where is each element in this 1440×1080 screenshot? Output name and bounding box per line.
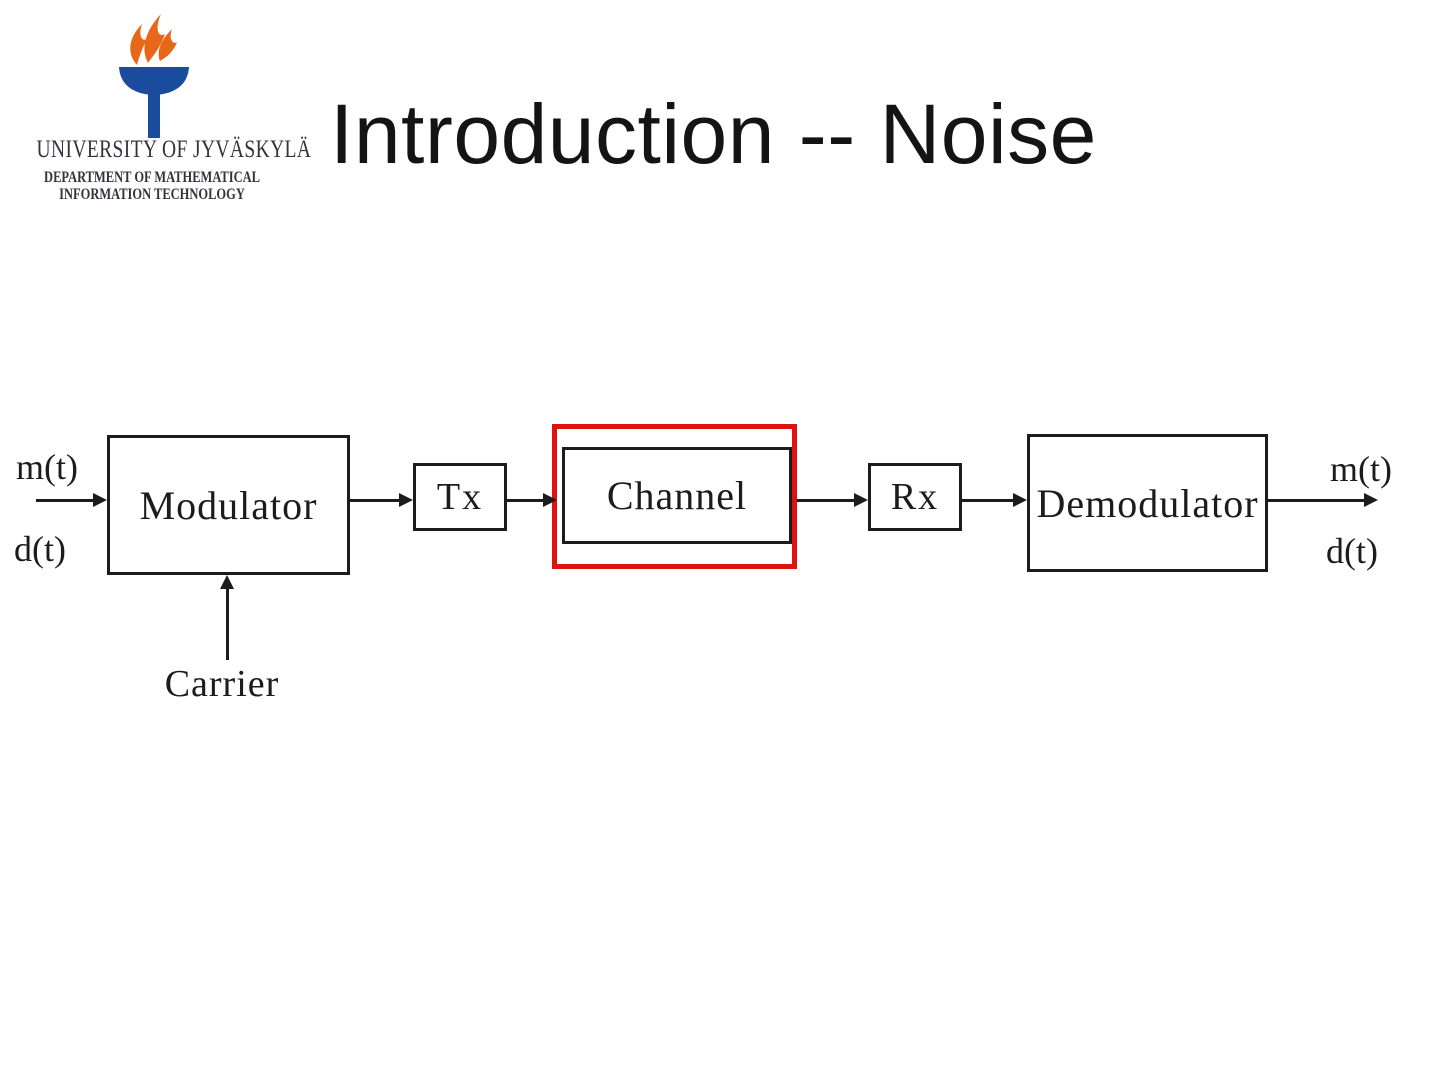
block-tx-label: Tx <box>436 476 484 518</box>
block-channel: Channel <box>562 447 792 544</box>
block-rx: Rx <box>868 463 962 531</box>
logo-university-name: UNIVERSITY OF JYVÄSKYLÄ <box>36 136 312 163</box>
arrow-modulator-tx-line <box>350 499 400 502</box>
arrow-output-head-icon <box>1364 493 1378 507</box>
arrow-output-line <box>1268 499 1364 502</box>
input-label-mt: m(t) <box>16 447 78 487</box>
input-label-dt: d(t) <box>14 529 66 569</box>
block-demodulator: Demodulator <box>1027 434 1268 572</box>
block-demodulator-label: Demodulator <box>1036 480 1259 526</box>
arrow-carrier-head-icon <box>220 575 234 589</box>
arrow-input-head-icon <box>93 493 107 507</box>
block-rx-label: Rx <box>890 476 940 518</box>
arrow-tx-channel-head-icon <box>543 493 557 507</box>
torch-cup-icon <box>119 67 189 95</box>
logo-department-line1: DEPARTMENT OF MATHEMATICAL <box>44 169 260 186</box>
arrow-modulator-tx-head-icon <box>399 493 413 507</box>
arrow-rx-demodulator-line <box>962 499 1013 502</box>
torch-stem-icon <box>148 93 160 138</box>
logo-text: UNIVERSITY OF JYVÄSKYLÄ DEPARTMENT OF MA… <box>36 136 312 203</box>
flame-icon <box>144 14 165 63</box>
carrier-label: Carrier <box>164 663 280 705</box>
arrow-input-line <box>36 499 94 502</box>
flame-icon <box>158 29 177 61</box>
arrow-channel-rx-head-icon <box>854 493 868 507</box>
arrow-carrier-line <box>226 588 229 660</box>
logo-department-line2: INFORMATION TECHNOLOGY <box>59 186 245 203</box>
output-label-mt: m(t) <box>1330 449 1392 489</box>
page-title: Introduction -- Noise <box>330 87 1097 181</box>
arrow-tx-channel-line <box>507 499 543 502</box>
output-label-dt: d(t) <box>1326 531 1378 571</box>
block-modulator-label: Modulator <box>139 482 318 528</box>
arrow-channel-rx-line <box>797 499 854 502</box>
arrow-rx-demodulator-head-icon <box>1013 493 1027 507</box>
flame-icon <box>130 24 147 65</box>
block-tx: Tx <box>413 463 507 531</box>
block-channel-label: Channel <box>606 473 748 518</box>
block-modulator: Modulator <box>107 435 350 575</box>
channel-highlight-box <box>552 424 797 569</box>
torch-flame-icon <box>119 14 189 138</box>
